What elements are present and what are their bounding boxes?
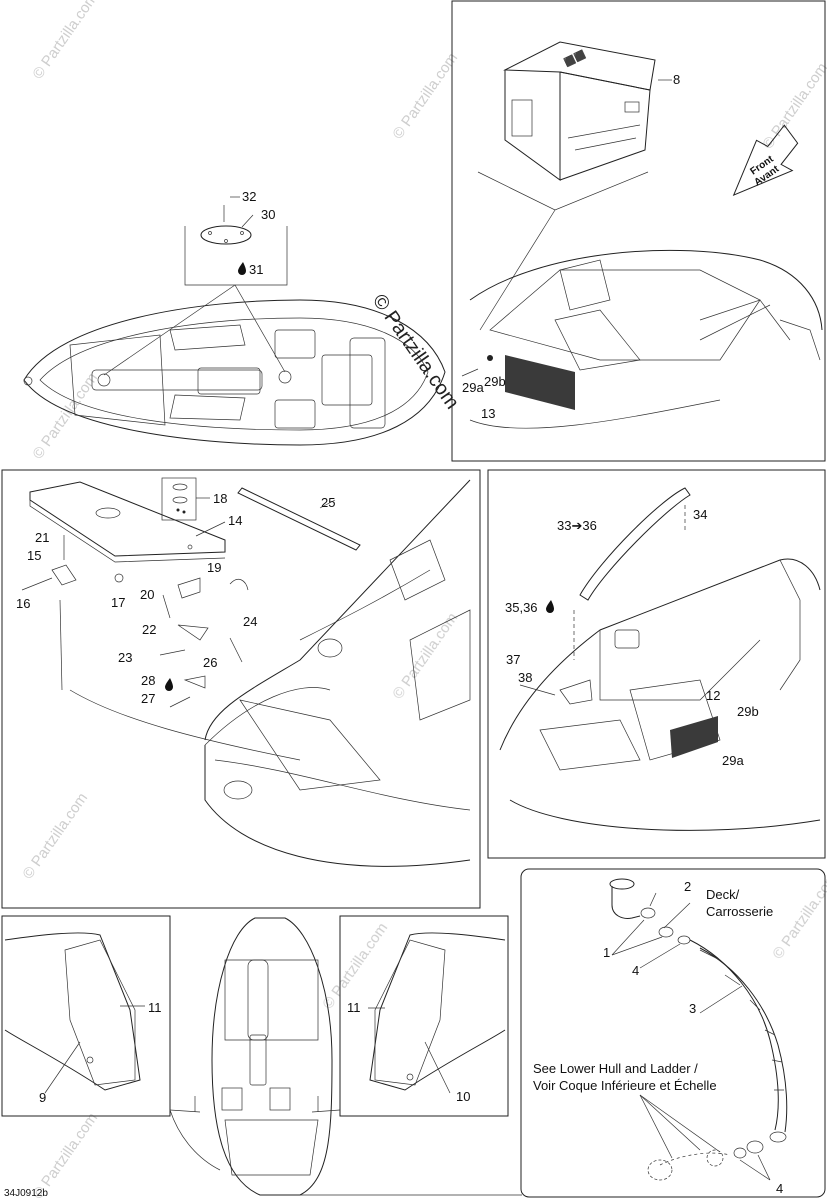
see-lower-hull-label: See Lower Hull and Ladder / <box>533 1061 698 1076</box>
callout-32: 32 <box>242 189 256 204</box>
callout-16: 16 <box>16 596 30 611</box>
callout-21: 21 <box>35 530 49 545</box>
sealant-drop-icon <box>238 262 246 275</box>
callout-26: 26 <box>203 655 217 670</box>
callout-13: 13 <box>481 406 495 421</box>
voir-coque-label: Voir Coque Inférieure et Échelle <box>533 1078 717 1093</box>
panel-frame-right-side <box>339 915 509 1117</box>
leader-line <box>479 209 556 331</box>
bin-logo: ⬛⬛ <box>562 48 587 67</box>
seal-strip <box>237 487 361 551</box>
right-side-panel-illustration <box>368 932 506 1094</box>
panel-frame-left-side <box>1 915 171 1117</box>
callout-22: 22 <box>142 622 156 637</box>
callout-34: 34 <box>693 507 707 522</box>
leader-line <box>169 1109 221 1171</box>
drawing-code: 34J0912b <box>4 1188 48 1199</box>
callout-8: 8 <box>673 72 680 87</box>
boat-front-view <box>169 917 341 1196</box>
callout-11: 11 <box>347 1000 361 1015</box>
front-compartment-illustration <box>499 487 821 831</box>
callout-25: 25 <box>321 495 335 510</box>
callout-1: 1 <box>603 945 610 960</box>
watermark-text: © Partzilla.com <box>389 50 461 143</box>
callout-17: 17 <box>111 595 125 610</box>
bin-outline-guide <box>477 171 649 211</box>
carrosserie-label: Carrosserie <box>706 904 773 919</box>
callout-4: 4 <box>632 963 639 978</box>
watermark-text: © Partzilla.com <box>29 1110 101 1200</box>
panel-frame-front-storage <box>1 469 481 909</box>
drain-hose-illustration <box>609 878 788 1181</box>
leader-line <box>195 521 226 537</box>
callout-18: 18 <box>213 491 227 506</box>
fastener-icon <box>487 355 493 361</box>
callout-20: 20 <box>140 587 154 602</box>
rear-deck-illustration <box>469 249 823 429</box>
drain-cover-assembly <box>103 196 288 376</box>
direction-arrow: Front Avant <box>732 124 799 197</box>
watermark-text: © Partzilla.com <box>29 370 101 463</box>
callout-29a: 29a <box>462 380 484 395</box>
hinge-parts <box>21 535 249 708</box>
watermark-text: © Partzilla.com <box>769 870 827 963</box>
front-hull-illustration <box>59 479 471 867</box>
callout-31: 31 <box>249 262 263 277</box>
storage-lid-illustration <box>29 481 226 563</box>
callout-29b: 29b <box>484 374 506 389</box>
callout-30: 30 <box>261 207 275 222</box>
callout-33-36: 33➔36 <box>557 518 597 533</box>
storage-net <box>505 355 575 410</box>
callout-24: 24 <box>243 614 257 629</box>
sealant-drop-icon <box>546 600 554 613</box>
callout-35-36: 35,36 <box>505 600 538 615</box>
deck-label: Deck/ <box>706 887 740 902</box>
callout-4: 4 <box>776 1181 783 1196</box>
callout-3: 3 <box>689 1001 696 1016</box>
sealant-drop-icon <box>165 678 173 691</box>
callout-10: 10 <box>456 1089 470 1104</box>
panel-frame-drain-hose <box>520 868 826 1198</box>
callout-19: 19 <box>207 560 221 575</box>
left-side-panel-illustration <box>4 932 145 1094</box>
callout-29a: 29a <box>722 753 744 768</box>
watermark-text: © Partzilla.com <box>19 790 91 883</box>
latch-kit-box <box>161 477 210 521</box>
storage-net <box>670 716 718 758</box>
callout-37: 37 <box>506 652 520 667</box>
callout-27: 27 <box>141 691 155 706</box>
callout-9: 9 <box>39 1090 46 1105</box>
partzilla-stamp: © Partzilla.com <box>368 290 463 413</box>
callout-14: 14 <box>228 513 242 528</box>
callout-11: 11 <box>148 1000 162 1015</box>
storage-bin-illustration: ⬛⬛ <box>503 41 672 181</box>
callout-23: 23 <box>118 650 132 665</box>
panel-frame-storage-bin <box>451 0 826 462</box>
callout-28: 28 <box>141 673 155 688</box>
watermark-text: © Partzilla.com <box>389 610 461 703</box>
screw-icon <box>461 368 479 377</box>
callout-2: 2 <box>684 879 691 894</box>
watermark-text: © Partzilla.com <box>759 60 827 153</box>
callout-38: 38 <box>518 670 532 685</box>
boat-top-view <box>23 299 446 446</box>
watermark-text: © Partzilla.com <box>29 0 101 82</box>
callout-29b: 29b <box>737 704 759 719</box>
callout-15: 15 <box>27 548 41 563</box>
panel-frame-front-compartment <box>487 469 826 859</box>
callout-12: 12 <box>706 688 720 703</box>
